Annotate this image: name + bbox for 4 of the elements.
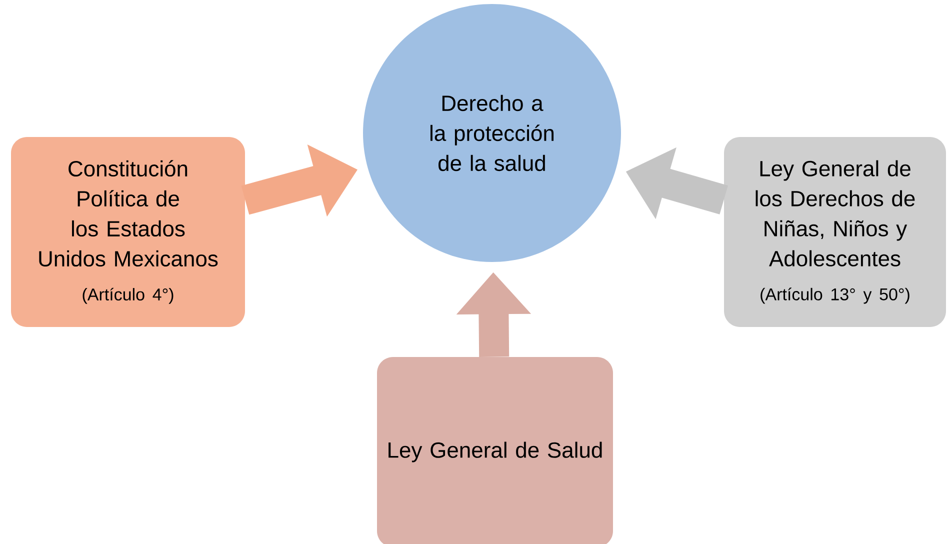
circle-node: Derecho a la protección de la salud	[363, 4, 621, 262]
process-box: Ley General de Salud	[377, 357, 613, 544]
process-box: Constitución Política de los Estados Unidos Mexicanos (Artículo 4°)	[11, 137, 245, 327]
process-box: Ley General de los Derechos de Niñas, Niños y Adolescentes (Artículo 13° y 50°)	[724, 137, 946, 327]
